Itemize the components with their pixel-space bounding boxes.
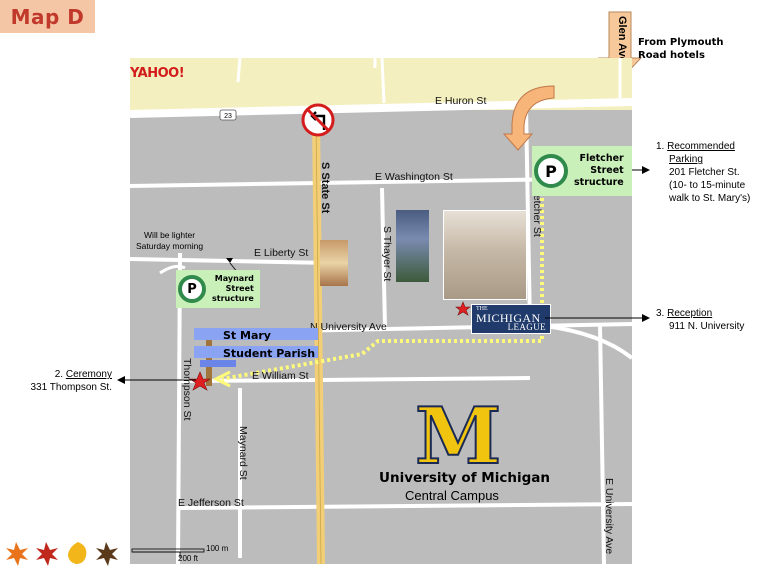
parking-icon: P [178, 275, 206, 303]
parking-icon: P [534, 154, 568, 188]
parish-label-line1: St Mary [223, 329, 271, 342]
scale-metric: 100 m [206, 544, 229, 553]
no-left-turn-icon [301, 103, 335, 137]
street-liberty: E Liberty St [254, 247, 309, 259]
street-glen-ave: Glen Ave [616, 16, 628, 63]
star-icon [189, 371, 211, 391]
svg-text:23: 23 [224, 113, 232, 120]
campus-name: Central Campus [405, 488, 499, 503]
provider-logo: YAHOO! [130, 66, 185, 81]
map-title: Map D [0, 0, 95, 33]
road-huron [130, 98, 632, 118]
street-n-university: N University Ave [310, 321, 387, 333]
parking-fletcher[interactable]: P Fletcher Street structure [532, 146, 632, 196]
leaf-icon [6, 542, 28, 566]
road-jefferson [179, 502, 632, 510]
street-jefferson: E Jefferson St [178, 497, 244, 509]
road-thayer [380, 187, 387, 329]
street-thayer: S Thayer St [381, 226, 393, 282]
map-roads: 23 [130, 58, 632, 564]
university-name: University of Michigan [379, 470, 550, 486]
highway-shield-icon [219, 109, 237, 121]
street-state: S State St [319, 162, 331, 214]
street-e-university: E University Ave [603, 478, 615, 555]
parking-note: 1. Recommended Parking 201 Fletcher St. … [656, 141, 751, 204]
walking-route [221, 180, 544, 381]
road-e-university [598, 325, 606, 564]
university-logo: M [414, 391, 502, 482]
leaf-icon [36, 542, 58, 566]
street-thompson: Thompson St [181, 358, 193, 421]
maynard-note: Will be lighter Saturday morning [136, 230, 204, 251]
street-washington: E Washington St [375, 171, 453, 183]
map-canvas[interactable]: 23 YAHOO! E Huron St E Washington St E L [130, 58, 632, 564]
building-photo-tower [396, 210, 429, 282]
star-icon [455, 301, 471, 316]
parking-maynard[interactable]: P Maynard Street structure [176, 270, 260, 308]
road-fletcher [524, 107, 532, 327]
building-photo-theater [320, 240, 348, 286]
leaves-decoration [6, 542, 118, 566]
from-hotels-label: From Plymouth Road hotels [638, 37, 724, 61]
parish-label-line2: Student Parish [223, 347, 316, 360]
street-william: E William St [252, 370, 309, 382]
road-n-university [289, 322, 632, 333]
arrow-turn-icon [502, 85, 555, 151]
leaf-icon [68, 542, 87, 564]
leaf-icon [96, 542, 118, 566]
building-photo-league [443, 210, 527, 300]
ceremony-note: 2. Ceremony 331 Thompson St. [30, 369, 112, 393]
street-huron: E Huron St [435, 95, 487, 107]
street-maynard: Maynard St [237, 426, 249, 480]
scale-imperial: 200 ft [178, 554, 199, 563]
michigan-league-sign[interactable]: THE MICHIGAN LEAGUE [471, 304, 551, 334]
scale-bar-icon [131, 548, 205, 558]
reception-note: 3. Reception 911 N. University [656, 308, 745, 332]
